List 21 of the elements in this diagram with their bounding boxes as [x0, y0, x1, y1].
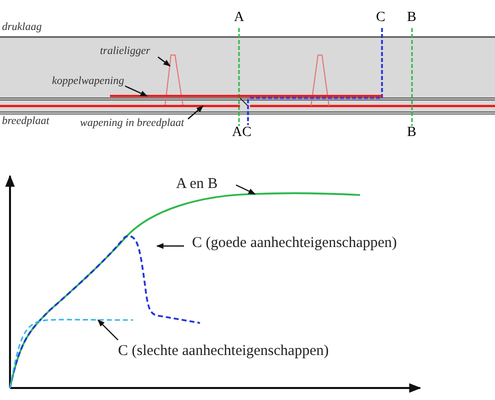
leader-arrow — [98, 320, 118, 340]
callout-label: C (goede aanhechteigenschappen) — [192, 233, 397, 253]
leader-arrow — [124, 85, 148, 97]
section-letter: B — [407, 11, 416, 25]
section-letter: A — [234, 11, 244, 25]
callout-label: tralieligger — [100, 43, 150, 59]
leader-arrow — [158, 56, 171, 66]
layer-label: druklaag — [2, 22, 42, 33]
rebar-line — [0, 104, 240, 108]
leader-arrow — [188, 106, 204, 120]
callout-label: A en B — [176, 174, 218, 194]
section-letter: C — [376, 11, 386, 25]
leader-arrow — [156, 243, 184, 249]
rebar-line — [110, 94, 382, 98]
section-letter: AC — [232, 126, 252, 140]
callout-label: koppelwapening — [52, 73, 124, 89]
callout-label: C (slechte aanhechteigenschappen) — [118, 341, 329, 361]
leader-arrow — [236, 184, 256, 195]
lattice-girder — [164, 54, 184, 106]
callout-label: wapening in breedplaat — [80, 115, 184, 131]
section-letter: B — [407, 126, 416, 140]
